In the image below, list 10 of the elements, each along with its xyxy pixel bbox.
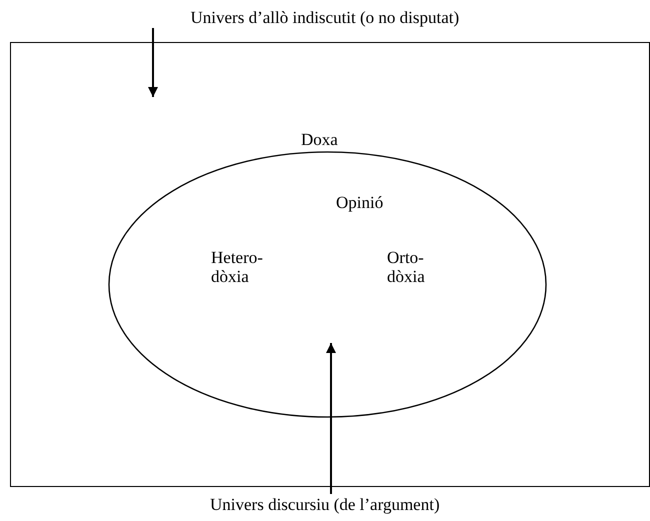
arrow [326,343,336,494]
region-label: Hetero- dòxia [211,248,264,286]
region-box [10,42,650,487]
region-label: Opinió [336,193,384,212]
ellipse-region [108,151,547,418]
caption-text: Univers d’allò indiscutit (o no disputat) [190,8,460,27]
region-label: Doxa [301,130,338,149]
caption-text: Univers discursiu (de l’argument) [210,495,440,514]
arrow [148,28,158,97]
region-label: Orto- dòxia [387,248,426,286]
